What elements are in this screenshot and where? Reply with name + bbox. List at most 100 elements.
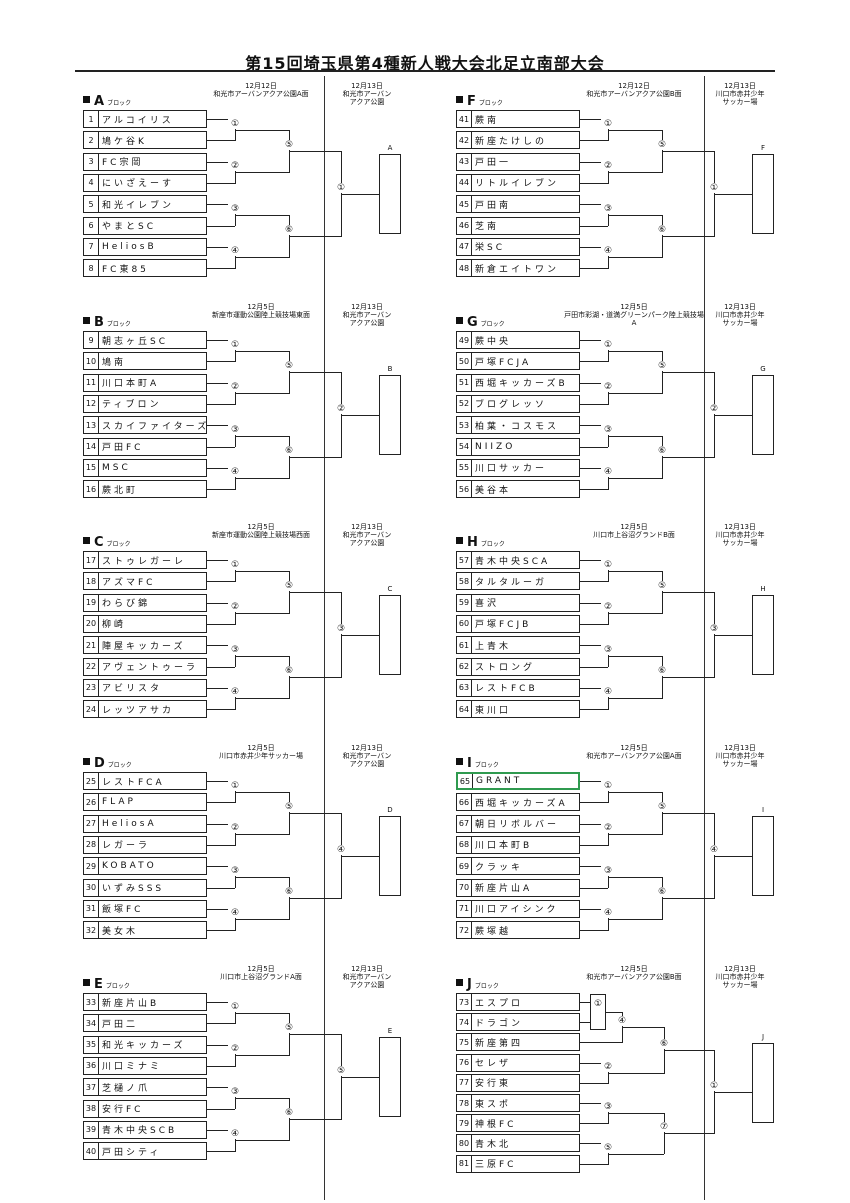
block-square-icon (83, 758, 90, 765)
team-number: 50 (457, 353, 472, 370)
team-number: 78 (457, 1095, 472, 1111)
team-name: 柏葉・コスモス (475, 421, 560, 432)
team-name: 新座片山B (102, 998, 160, 1009)
round-mark: ④ (615, 1016, 629, 1027)
bracket-line (662, 236, 714, 238)
bracket-line (662, 898, 714, 900)
second-day-header: 12月13日川口市赤井少年 サッカー場 (704, 744, 776, 768)
bracket-line (580, 802, 608, 804)
first-day-date: 12月5日 (620, 303, 648, 311)
block-suffix: ブロック (106, 321, 131, 328)
final-slot-label: G (760, 364, 766, 373)
bracket-line (235, 834, 289, 836)
round-mark: ⑥ (282, 446, 296, 457)
team-name: セレザ (475, 1059, 512, 1070)
team-number: 40 (84, 1143, 99, 1160)
round-mark: ③ (334, 623, 348, 634)
team-number: 12 (84, 395, 99, 412)
round-mark: ⑥ (282, 887, 296, 898)
first-day-header: 12月5日川口市上谷沼グランドA面 (191, 965, 331, 981)
first-day-date: 12月5日 (247, 744, 275, 752)
bracket-line (235, 570, 289, 572)
team-number: 59 (457, 594, 472, 611)
bracket-line (580, 1062, 608, 1064)
team-name: 喜沢 (475, 599, 500, 610)
bracket-line (207, 1044, 235, 1046)
bracket-line (608, 478, 662, 480)
first-day-header: 12月5日川口市上谷沼グランドB面 (564, 523, 704, 539)
team-number: 69 (457, 858, 472, 875)
team-name: 新座第四 (475, 1038, 524, 1049)
round-mark: ⑤ (601, 1142, 615, 1153)
team-name: 川口本町A (102, 379, 160, 390)
team-number: 30 (84, 879, 99, 896)
bracket-line (580, 908, 608, 910)
block-letter: D (94, 756, 105, 771)
bracket-line (580, 560, 608, 561)
team-number: 41 (457, 111, 472, 127)
block-suffix: ブロック (107, 100, 132, 107)
bracket-line (662, 812, 714, 814)
team-name: 和光キッカーズ (102, 1041, 186, 1052)
bracket-line (207, 268, 235, 270)
team-name: FLAP (102, 797, 136, 808)
round-mark: ③ (601, 203, 615, 214)
first-day-venue: 川口市上谷沼グランドA面 (220, 973, 302, 981)
bracket-line (580, 268, 608, 270)
second-day-venue: 川口市赤井少年 サッカー場 (715, 90, 765, 106)
bracket-line (289, 591, 341, 593)
team-name: 上青木 (475, 641, 512, 652)
block-suffix: ブロック (474, 983, 499, 990)
team-name: 東川口 (475, 705, 512, 716)
bracket-line (207, 489, 235, 491)
bracket-line (608, 129, 662, 131)
round-mark: ③ (228, 1086, 242, 1097)
team-name: わらび錦 (102, 599, 151, 610)
team-number: 73 (457, 994, 472, 1010)
team-name: 鳩南 (102, 357, 127, 368)
first-day-header: 12月5日川口市赤井少年サッカー場 (191, 744, 331, 760)
round-mark: ④ (601, 467, 615, 478)
team-number: 47 (457, 238, 472, 255)
team-number: 66 (457, 794, 472, 811)
bracket-line (608, 350, 662, 352)
bracket-line (207, 666, 235, 668)
bracket-line (608, 698, 662, 700)
team-number: 63 (457, 679, 472, 696)
team-number: 62 (457, 658, 472, 675)
bracket-line (207, 467, 235, 469)
bracket-line (235, 435, 289, 437)
bracket-line (580, 140, 608, 142)
team-name: 青木中央SCB (102, 1126, 178, 1137)
first-day-venue: 川口市赤井少年サッカー場 (219, 752, 303, 760)
first-day-date: 12月12日 (618, 82, 650, 90)
final-slot-box (752, 374, 774, 455)
bracket-line (580, 781, 608, 782)
bracket-line (207, 709, 235, 711)
round-mark: ② (228, 1044, 242, 1055)
round-mark: ⑥ (655, 887, 669, 898)
block-suffix: ブロック (106, 541, 131, 548)
bracket-line (235, 876, 289, 878)
bracket-line (207, 560, 235, 561)
bracket-line (207, 866, 235, 868)
round-mark: ① (601, 339, 615, 350)
